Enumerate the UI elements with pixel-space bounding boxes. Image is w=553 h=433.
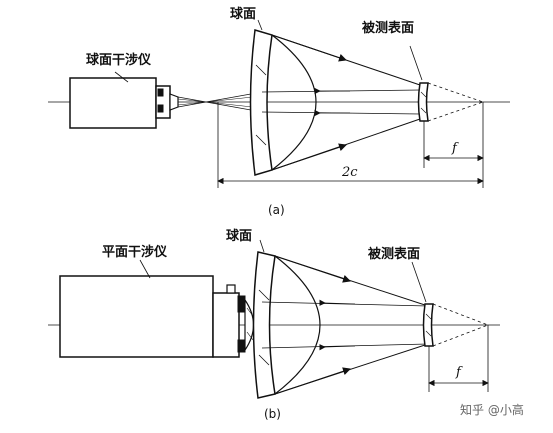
caption-a: (a)	[268, 203, 285, 217]
flat-interferometer-nozzle	[212, 292, 240, 358]
surface-label-a: 被测表面	[361, 20, 414, 36]
diagram-b	[48, 239, 500, 399]
test-surface-b	[422, 303, 434, 347]
distance-label-a: 2c	[341, 165, 358, 180]
collimating-lens-b	[244, 298, 255, 352]
test-surface-a	[417, 82, 429, 122]
reference-sphere-lens-b	[252, 251, 276, 399]
diagram-a	[48, 19, 510, 188]
focal-label-b: f	[455, 365, 463, 380]
reference-sphere-lens-a	[249, 29, 273, 176]
watermark: 知乎 @小高	[460, 402, 524, 417]
interferometer-label-b: 平面干涉仪	[102, 244, 168, 260]
interferometer-label-a: 球面干涉仪	[86, 52, 152, 68]
focal-label-a: f	[451, 141, 459, 156]
flat-interferometer-body	[59, 275, 214, 358]
sphere-interferometer-body	[69, 77, 157, 129]
caption-b: (b)	[264, 407, 281, 421]
sphere-label-a: 球面	[230, 6, 256, 22]
surface-label-b: 被测表面	[367, 246, 420, 262]
sphere-label-b: 球面	[226, 228, 252, 244]
